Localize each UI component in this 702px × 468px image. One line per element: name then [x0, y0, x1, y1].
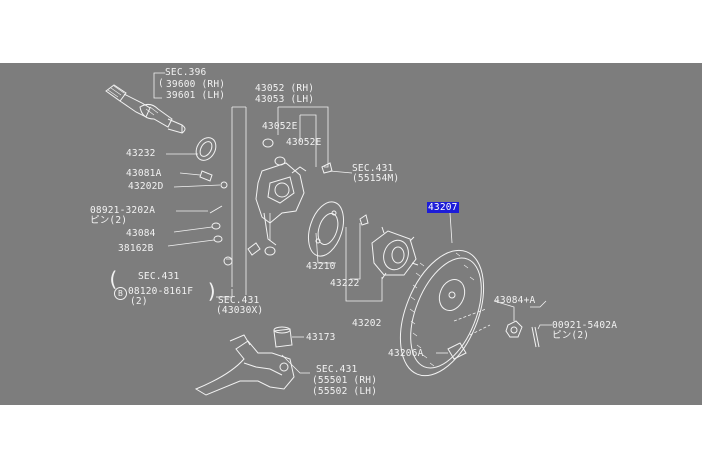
part-43222-label[interactable]: 43222: [330, 278, 360, 289]
part-43081A-label[interactable]: 43081A: [126, 168, 162, 179]
sec431-label-b[interactable]: SEC.431: [138, 271, 180, 282]
dust-shield-drawing: [307, 201, 345, 257]
part-43207-highlight[interactable]: 43207: [427, 202, 459, 213]
part-43053-label[interactable]: 43053 (LH): [255, 94, 315, 105]
leader-lines: [153, 72, 552, 374]
hub-bearing-drawing: [359, 214, 419, 280]
part-55501-label[interactable]: (55501 (RH): [312, 375, 378, 386]
sec396-label[interactable]: SEC.396: [165, 67, 207, 78]
part-00921-label[interactable]: 00921-5402A: [552, 320, 618, 331]
knuckle-drawing: [255, 138, 333, 256]
bolt-circle-b: B: [114, 287, 127, 300]
part-38162B-label[interactable]: 38162B: [118, 243, 154, 254]
bracket-open: (: [107, 267, 120, 291]
part-43206A-label[interactable]: 43206A: [388, 348, 424, 359]
lower-arm-drawing: [194, 334, 295, 396]
part-43210-label[interactable]: 43210: [306, 261, 336, 272]
part-08921-label[interactable]: 08921-3202A: [90, 205, 156, 216]
part-39600-label[interactable]: 39600 (RH): [166, 79, 226, 90]
part-43052E-label-b[interactable]: 43052E: [286, 137, 322, 148]
part-43207-label[interactable]: 43207: [427, 202, 459, 213]
sec431-label-a[interactable]: SEC.431: [352, 163, 394, 174]
part-43202D-label[interactable]: 43202D: [128, 181, 164, 192]
paren-open: (: [158, 78, 164, 89]
part-08120-label[interactable]: 08120-8161F: [128, 286, 194, 297]
parts-diagram: [105, 72, 552, 396]
seal-43232-drawing: [195, 137, 217, 161]
bushing-drawing: [273, 326, 293, 348]
part-43084A-label[interactable]: 43084+A: [494, 295, 536, 306]
diagram-panel: SEC.396 ( 39600 (RH) 39601 (LH) 43052 (R…: [0, 63, 702, 405]
brake-rotor-drawing: [399, 249, 485, 377]
bracket-close: ): [206, 279, 219, 303]
part-43052E-label-a[interactable]: 43052E: [262, 121, 298, 132]
part-43202-label[interactable]: 43202: [352, 318, 382, 329]
part-39601-label[interactable]: 39601 (LH): [166, 90, 226, 101]
qty-label: (2): [130, 296, 148, 307]
sec431-label-d[interactable]: SEC.431: [316, 364, 358, 375]
part-43173-label[interactable]: 43173: [306, 332, 336, 343]
sec431-label-c[interactable]: SEC.431: [218, 295, 260, 306]
pin-qty-label-a: ピン(2): [90, 215, 128, 226]
small-bolts-drawing: [199, 170, 261, 266]
part-55502-label[interactable]: (55502 (LH): [312, 386, 378, 397]
part-55154M-label[interactable]: (55154M): [352, 173, 400, 184]
part-43030X-label[interactable]: (43030X): [216, 305, 264, 316]
part-43052-label[interactable]: 43052 (RH): [255, 83, 315, 94]
drive-shaft-drawing: [105, 84, 186, 134]
part-43232-label[interactable]: 43232: [126, 148, 156, 159]
part-43084-label[interactable]: 43084: [126, 228, 156, 239]
pin-qty-label-b: ピン(2): [552, 330, 590, 341]
hub-nut-drawing: [447, 320, 540, 360]
